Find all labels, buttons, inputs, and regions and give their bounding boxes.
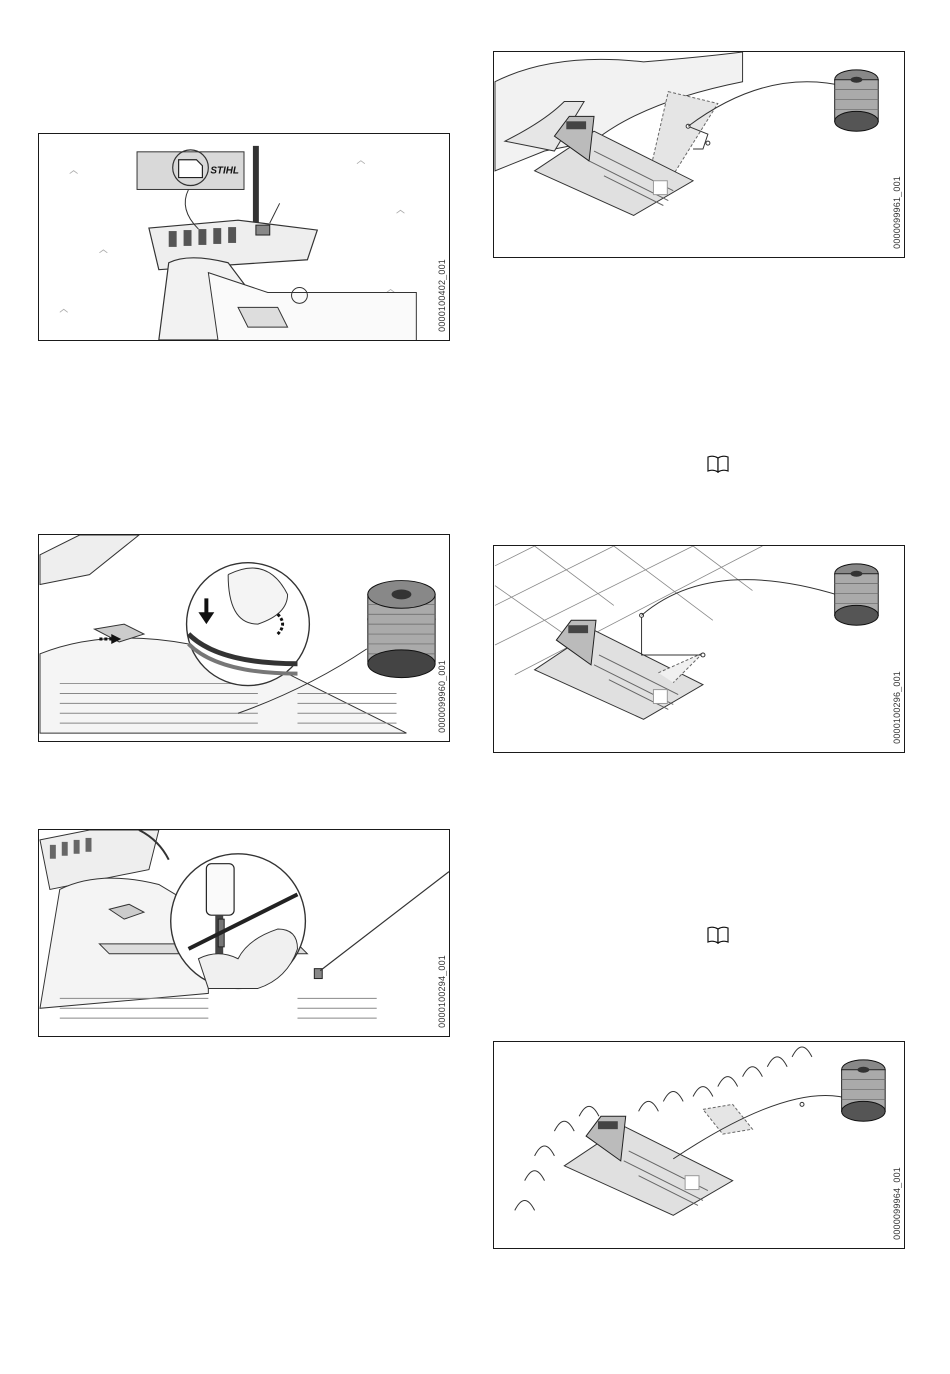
hammer-peg-illustration bbox=[39, 830, 449, 1036]
figure-code: 0000100296_001 bbox=[892, 671, 902, 744]
figure-code: 0000100294_001 bbox=[437, 955, 447, 1028]
docking-curb-illustration bbox=[494, 52, 904, 257]
figure-docking-station-curb: 0000099961_001 bbox=[493, 51, 905, 258]
stihl-logo-text: STIHL bbox=[210, 166, 239, 177]
figure-code: 0000100402_001 bbox=[437, 259, 447, 332]
book-icon bbox=[707, 455, 729, 473]
book-icon bbox=[707, 926, 729, 944]
figure-code: 0000099960_001 bbox=[437, 660, 447, 733]
figure-wire-connection: STIHL 0000100402_001 bbox=[38, 133, 450, 341]
figure-docking-station-paving: 0000100296_001 bbox=[493, 545, 905, 753]
figure-docking-station-border: 0000099964_001 bbox=[493, 1041, 905, 1249]
docking-paving-illustration bbox=[494, 546, 904, 752]
figure-wire-insertion: 0000099960_001 bbox=[38, 534, 450, 742]
docking-border-illustration bbox=[494, 1042, 904, 1248]
wire-channel-illustration bbox=[39, 535, 449, 741]
figure-code: 0000099961_001 bbox=[892, 176, 902, 249]
figure-code: 0000099964_001 bbox=[892, 1167, 902, 1240]
figure-peg-installation: 0000100294_001 bbox=[38, 829, 450, 1037]
docking-station-connector-illustration: STIHL bbox=[39, 134, 449, 340]
